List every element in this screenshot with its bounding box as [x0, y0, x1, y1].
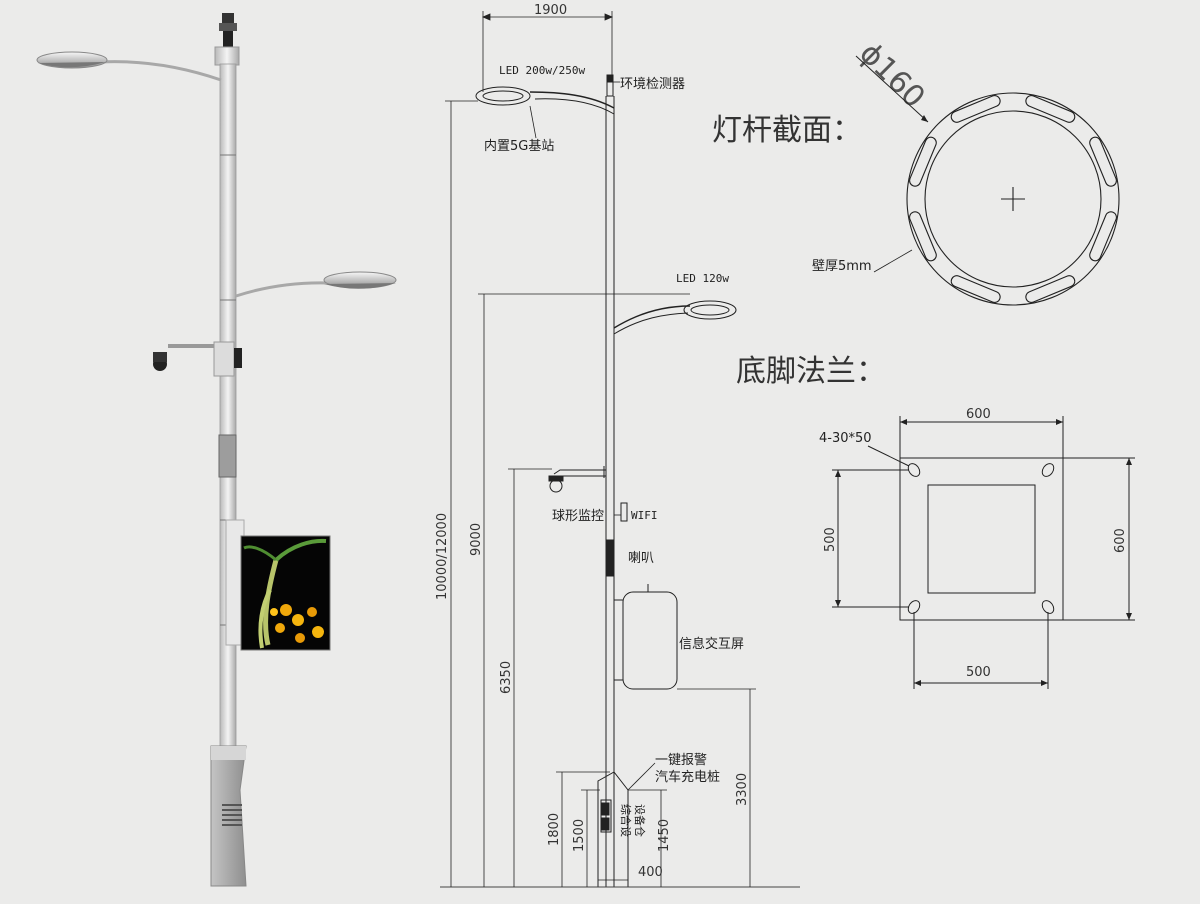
dim-cabinet-1800: 1800: [547, 813, 562, 846]
section-slot: [1089, 136, 1117, 187]
label-alarm: 一键报警: [655, 752, 707, 768]
led-strip-render: [218, 434, 237, 478]
base-cabinet-render: [210, 745, 247, 887]
elevation-labels: LED 200w/250w 环境检测器 内置5G基站 LED 120w 球形监控…: [435, 3, 750, 880]
flange-top-width: 600: [966, 407, 991, 422]
dim-cabinet-1450: 1450: [657, 819, 672, 852]
flange-bottom-width: 500: [966, 665, 991, 680]
base-flange: 底脚法兰：: [736, 354, 1135, 689]
flange-title: 底脚法兰：: [736, 354, 886, 389]
dim-arm-width: 1900: [534, 3, 567, 18]
environment-detector-render: [214, 13, 240, 66]
dim-camera-height: 6350: [499, 661, 514, 694]
section-slot: [950, 275, 1001, 303]
section-diameter: ϕ160: [852, 36, 931, 115]
dim-total-height: 10000/12000: [435, 513, 450, 600]
elevation-dimension-lines: [445, 11, 756, 887]
section-slot: [1025, 95, 1076, 123]
section-slot: [1089, 211, 1117, 262]
section-wall-thickness: 壁厚5mm: [812, 259, 872, 274]
flange-hole-spec: 4-30*50: [819, 431, 872, 446]
flange-right-height: 600: [1113, 528, 1128, 553]
top-lamp-render: [36, 51, 222, 82]
label-cabinet-col2: 综合设: [619, 804, 633, 837]
label-cabinet-col1: 设备仓: [633, 804, 647, 837]
label-info-screen: 信息交互屏: [679, 636, 744, 652]
label-wifi: WIFI: [631, 509, 658, 522]
dim-cabinet-1500: 1500: [572, 819, 587, 852]
dim-mid-light-height: 9000: [469, 523, 484, 556]
label-base-station: 内置5G基站: [484, 138, 554, 154]
dim-screen-height: 3300: [735, 773, 750, 806]
section-title: 灯杆截面：: [712, 113, 862, 148]
label-charging: 汽车充电桩: [655, 769, 720, 785]
cross-section: 灯杆截面： ϕ160 壁厚5mm: [712, 36, 1120, 306]
flange-left-height: 500: [823, 527, 838, 552]
dim-cabinet-base: 400: [638, 865, 663, 880]
elevation-drawing: [440, 74, 800, 888]
label-led-mid: LED 120w: [676, 272, 729, 285]
info-screen-render: [240, 535, 331, 651]
section-slot: [1025, 275, 1076, 303]
label-dome-camera: 球形监控: [552, 509, 604, 524]
label-led-top: LED 200w/250w: [499, 64, 585, 77]
mid-lamp-render: [235, 271, 397, 298]
section-slot: [909, 136, 937, 187]
label-env-detector: 环境检测器: [620, 77, 685, 92]
section-slot: [909, 211, 937, 262]
section-slot: [950, 95, 1001, 123]
dome-camera-render: [153, 341, 242, 377]
rendered-pole: [36, 13, 397, 887]
label-speaker: 喇叭: [628, 551, 654, 566]
pole-shaft-render: [219, 63, 237, 755]
